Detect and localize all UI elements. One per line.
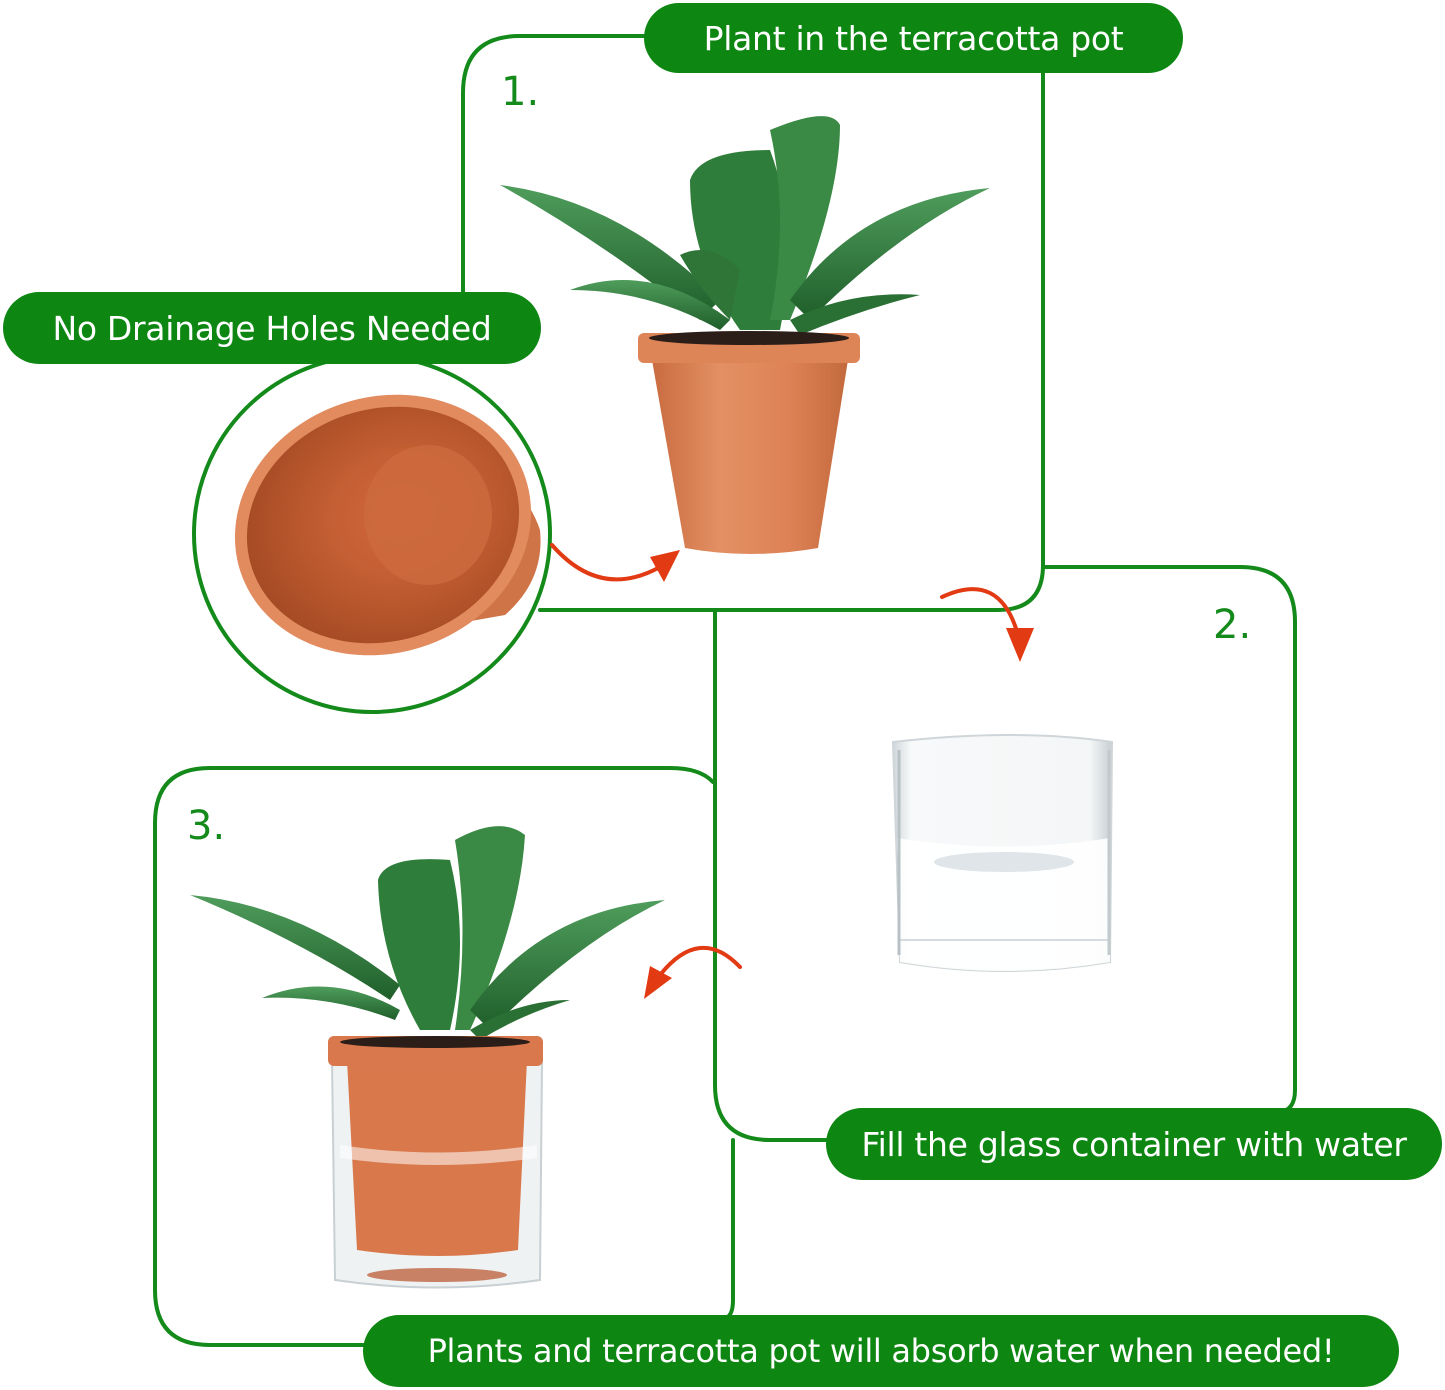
panel-1-border-top-left — [461, 34, 657, 298]
step-1-number: 1. — [501, 69, 540, 115]
panel-2-border-right — [1041, 565, 1297, 1114]
arrow-icon-empty-to-planted — [550, 543, 680, 582]
arrow-icon-step2-to-step3 — [644, 945, 742, 999]
arrow-icon-step1-to-step2 — [940, 587, 1034, 662]
label-absorb-water: Plants and terracotta pot will absorb wa… — [363, 1315, 1399, 1387]
label-plant-in-pot: Plant in the terracotta pot — [644, 3, 1183, 73]
label-no-drainage-holes: No Drainage Holes Needed — [3, 292, 541, 364]
step-3-number: 3. — [187, 803, 226, 849]
step-2-number: 2. — [1213, 602, 1252, 648]
panel-2-border-left-bottom — [713, 608, 832, 1142]
label-fill-glass-container: Fill the glass container with water — [826, 1108, 1442, 1180]
panel-3-border-left — [153, 766, 715, 1347]
